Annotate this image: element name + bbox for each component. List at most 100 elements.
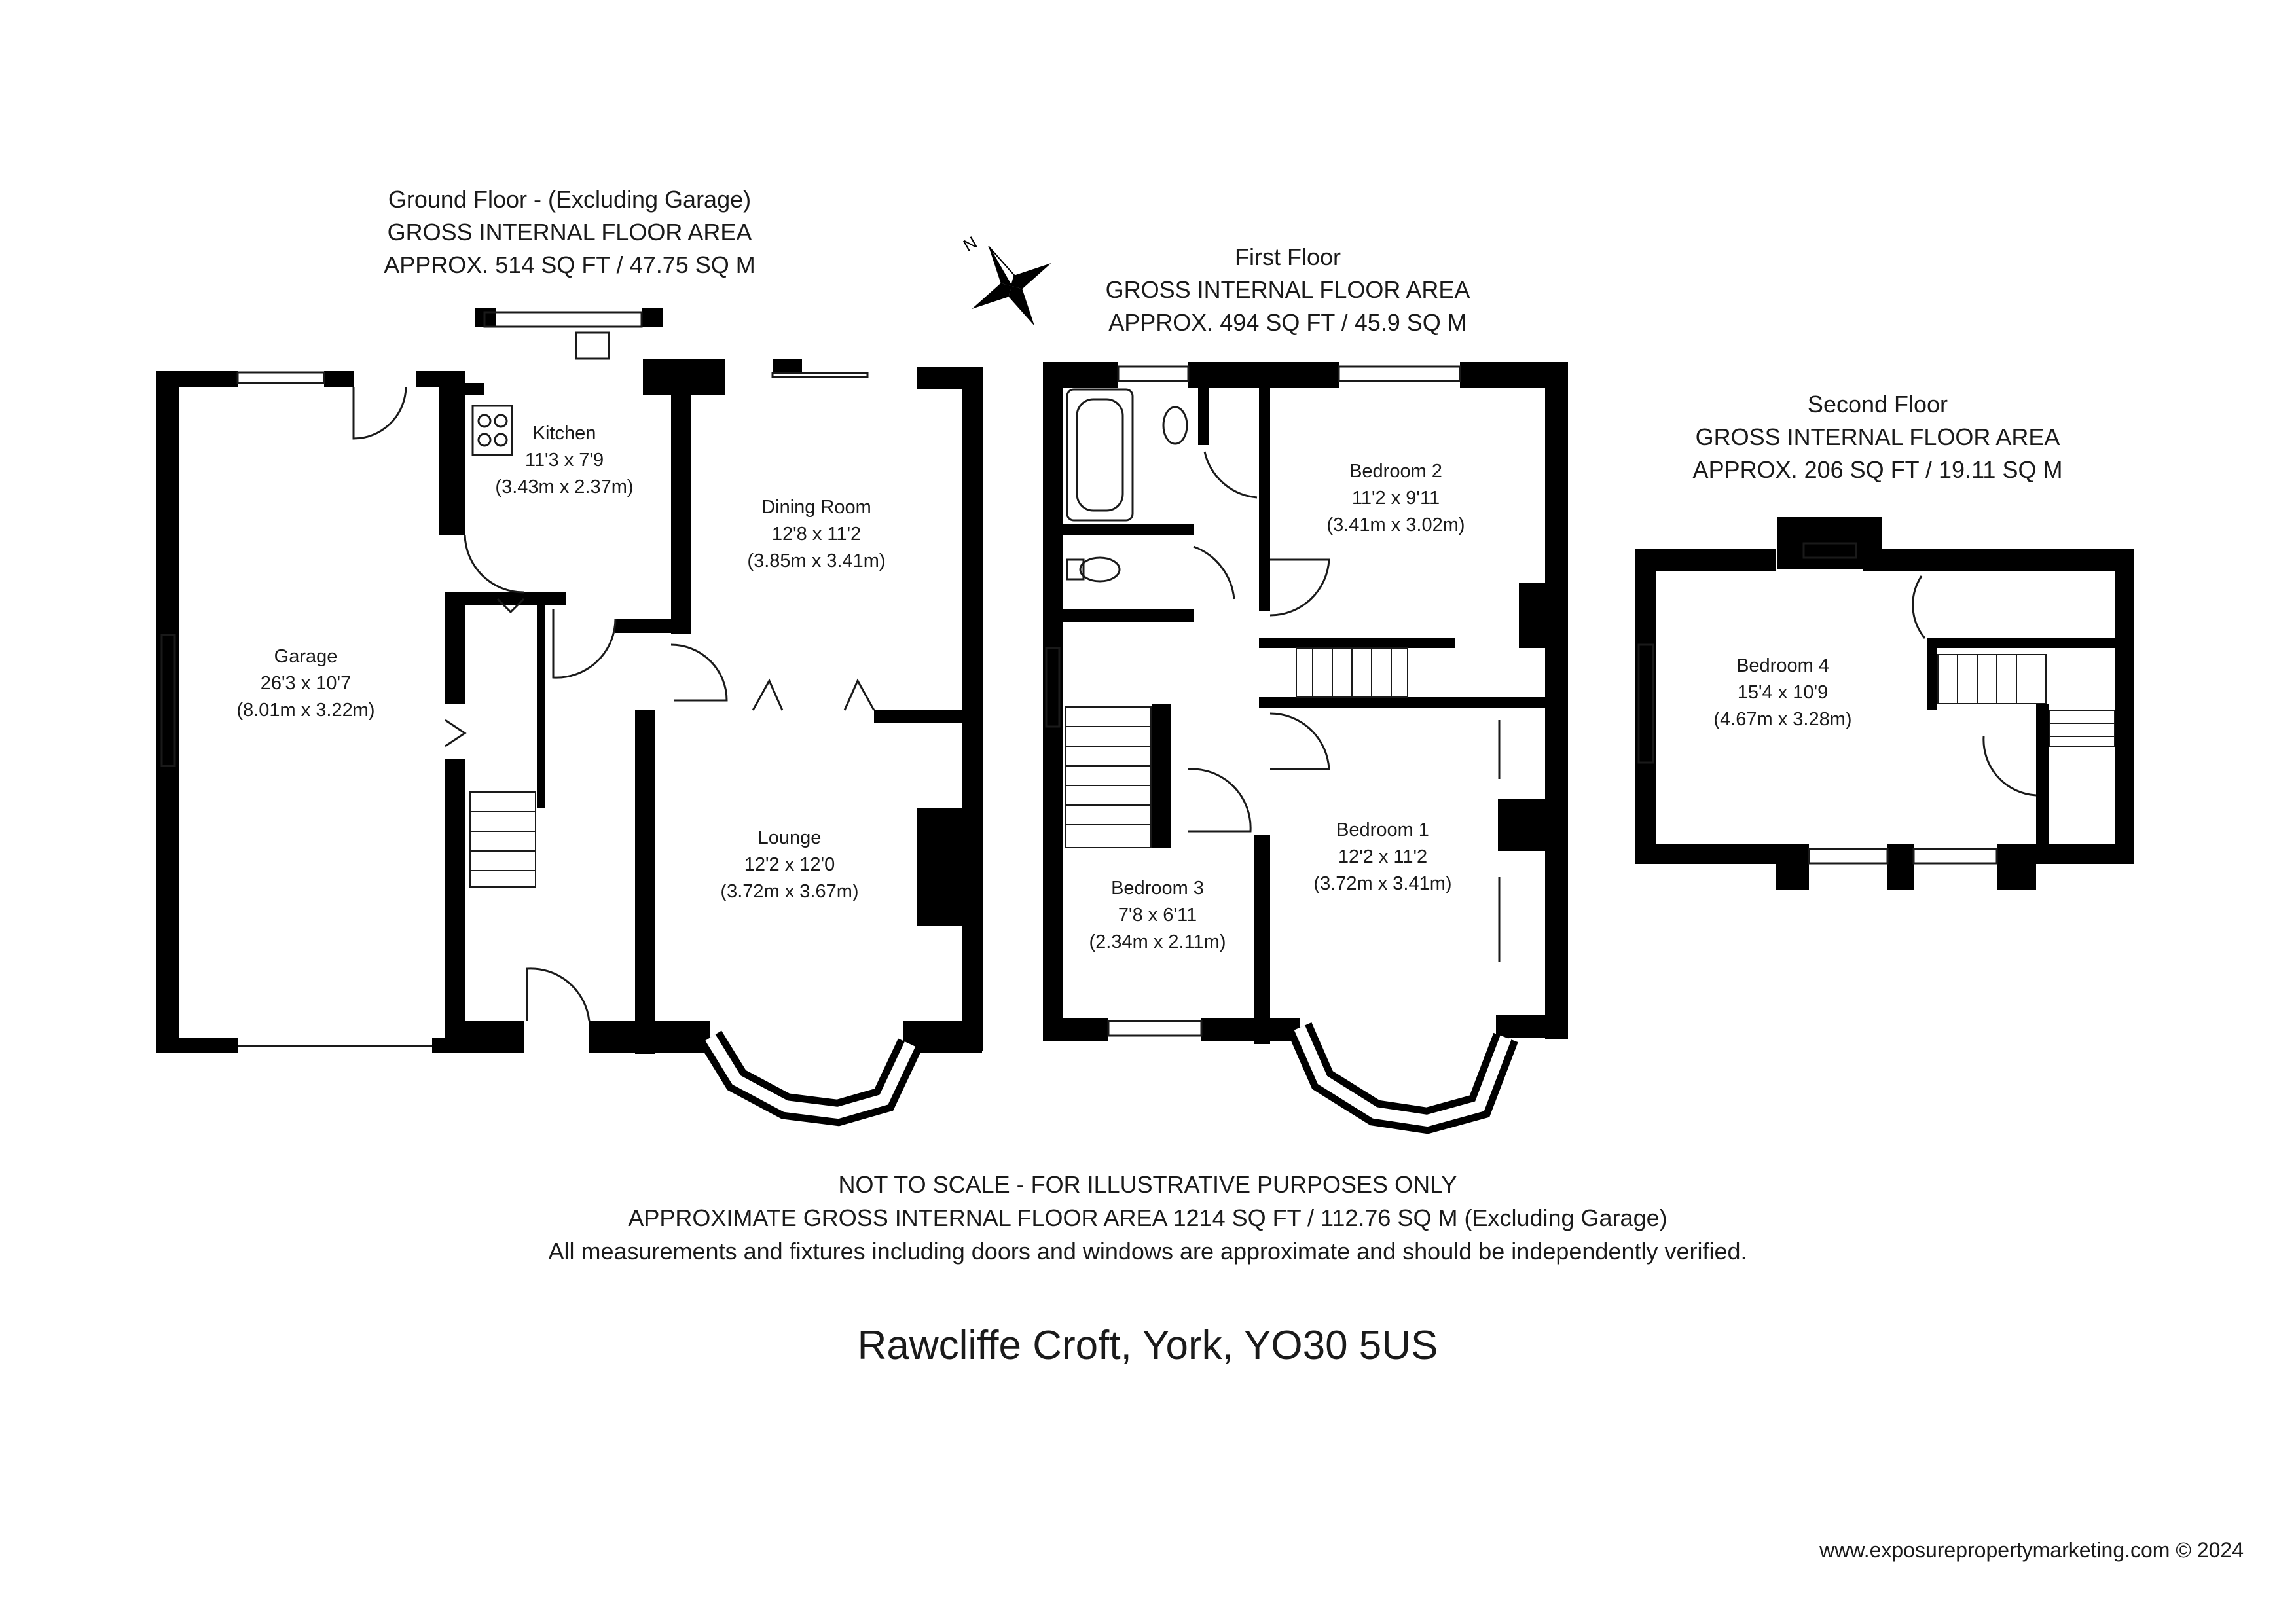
ff-stairs-flight (1065, 706, 1152, 848)
first-floor-area: APPROX. 494 SQ FT / 45.9 SQ M (1108, 309, 1467, 336)
room-size-imperial: 12'8 x 11'2 (771, 524, 862, 545)
room-label-bedroom-1: Bedroom 1 12'2 x 11'2 (3.72m x 3.41m) (1313, 817, 1451, 897)
dining-patio-window (771, 372, 869, 378)
second-floor-gia-label: GROSS INTERNAL FLOOR AREA (1695, 424, 2060, 450)
room-name: Bedroom 3 (1111, 878, 1204, 899)
sf-south-wall-left (1635, 844, 1776, 864)
dining-door (670, 643, 728, 702)
garage-east-wall-lower (445, 759, 465, 1053)
ff-north-wall-left (1043, 362, 1118, 388)
hall-kitchen-door (552, 609, 617, 679)
bay-glazing (705, 1025, 1512, 1127)
sf-north-wall-right (1863, 549, 2134, 571)
understair-door (445, 719, 467, 748)
sf-stairs-lower (2049, 710, 2115, 747)
sf-north-wall-left (1635, 549, 1776, 571)
bathroom-south-wall (1063, 524, 1194, 535)
room-size-imperial: 26'3 x 10'7 (260, 673, 352, 694)
room-name: Kitchen (532, 423, 596, 444)
disclaimer-line-1: NOT TO SCALE - FOR ILLUSTRATIVE PURPOSES… (838, 1171, 1457, 1198)
sf-south-window-right (1912, 848, 1998, 865)
bedroom2-door (1269, 558, 1330, 617)
lounge-chimney-breast (917, 808, 962, 926)
disclaimer-line-2: APPROXIMATE GROSS INTERNAL FLOOR AREA 12… (628, 1204, 1667, 1231)
room-size-imperial: 15'4 x 10'9 (1737, 682, 1829, 703)
lounge-bay-glass (705, 1034, 916, 1119)
bedroom3-east-wall (1254, 835, 1270, 1044)
hob-icon (471, 405, 513, 456)
room-label-bedroom-3: Bedroom 3 7'8 x 6'11 (2.34m x 2.11m) (1089, 875, 1226, 956)
basin-icon (1162, 406, 1188, 445)
toilet-icon (1079, 556, 1121, 583)
room-label-dining-room: Dining Room 12'8 x 11'2 (3.85m x 3.41m) (747, 494, 885, 575)
room-size-metric: (3.43m x 2.37m) (495, 477, 634, 497)
room-size-metric: (3.72m x 3.67m) (720, 881, 859, 902)
room-size-imperial: 11'3 x 7'9 (524, 450, 604, 471)
garage-north-window (236, 371, 325, 384)
room-size-metric: (2.34m x 2.11m) (1089, 931, 1226, 952)
fixtures (471, 331, 1501, 962)
second-floor-title: Second Floor (1807, 391, 1948, 418)
first-floor-heading: First Floor GROSS INTERNAL FLOOR AREA AP… (1106, 241, 1470, 339)
bathroom-door (1203, 451, 1258, 499)
room-name: Bedroom 2 (1349, 461, 1442, 482)
ground-floor-area: APPROX. 514 SQ FT / 47.75 SQ M (384, 251, 756, 278)
sf-cupboard-door (1912, 575, 1926, 639)
room-size-metric: (3.41m x 3.02m) (1326, 514, 1465, 535)
compass-north-label: N (960, 232, 980, 255)
ground-floor-heading: Ground Floor - (Excluding Garage) GROSS … (384, 183, 756, 281)
sf-south-pier-right (1997, 844, 2036, 890)
wc-south-wall (1063, 609, 1194, 622)
kitchen-door (464, 534, 524, 594)
room-label-bedroom-4: Bedroom 4 15'4 x 10'9 (4.67m x 3.28m) (1713, 653, 1851, 733)
second-floor-heading: Second Floor GROSS INTERNAL FLOOR AREA A… (1693, 388, 2063, 486)
sf-stair-wall-west (1927, 638, 1937, 710)
garage-east-wall-upper (439, 371, 465, 535)
garage-side-door (352, 386, 407, 440)
kitchen-dining-wall (671, 359, 691, 634)
stairs (469, 647, 2115, 888)
room-label-kitchen: Kitchen 11'3 x 7'9 (3.43m x 2.37m) (495, 420, 633, 501)
east-exterior-wall (962, 367, 983, 1051)
front-door (526, 967, 591, 1022)
lounge-bifold-left (752, 678, 784, 711)
bathroom-window (1117, 365, 1190, 382)
wc-door (1193, 545, 1235, 600)
bedroom3-south-wall-left (1043, 1018, 1108, 1041)
lounge-south-wall-left (615, 1021, 710, 1053)
bath-basin (1076, 398, 1124, 512)
property-address: Rawcliffe Croft, York, YO30 5US (857, 1323, 1438, 1368)
lounge-bifold-right (843, 678, 875, 711)
garage-north-wall-left (156, 371, 238, 387)
sf-stair-wall-south (2036, 704, 2049, 854)
sf-stair-wall-north (1927, 638, 2115, 648)
garage-west-window (160, 634, 176, 767)
room-size-imperial: 11'2 x 9'11 (1351, 488, 1440, 509)
bedroom1-south-wall-right (1496, 1015, 1568, 1038)
bedroom2-west-wall (1259, 362, 1270, 611)
windows (160, 311, 1998, 1047)
disclaimer-line-3: All measurements and fixtures including … (548, 1238, 1747, 1265)
room-size-imperial: 12'2 x 11'2 (1338, 846, 1428, 867)
bedroom2-window (1338, 365, 1461, 382)
bedroom1-north-wall (1259, 697, 1547, 708)
room-name: Lounge (757, 827, 822, 848)
sf-stairs (1937, 654, 2047, 704)
first-floor-gia-label: GROSS INTERNAL FLOOR AREA (1105, 276, 1470, 303)
sf-south-pier-mid (1887, 844, 1914, 890)
hall-south-pier-left (462, 1021, 524, 1053)
agent-credit-link[interactable]: www.exposurepropertymarketing.com © 2024 (1819, 1538, 2244, 1562)
sf-south-window-left (1808, 848, 1889, 865)
north-arrow-icon (972, 245, 1051, 326)
room-label-lounge: Lounge 12'2 x 12'0 (3.72m x 3.67m) (720, 825, 858, 905)
kitchen-window (483, 311, 643, 328)
bedroom3-south-wall-right (1201, 1018, 1300, 1041)
cupboard-door (496, 598, 525, 614)
room-size-imperial: 7'8 x 6'11 (1118, 905, 1197, 926)
dining-north-wall-left (773, 359, 802, 372)
room-name: Bedroom 1 (1336, 820, 1429, 840)
hall-north-wall (462, 592, 566, 605)
dining-lounge-wall-right (874, 710, 966, 723)
ff-east-wall (1545, 362, 1568, 1039)
